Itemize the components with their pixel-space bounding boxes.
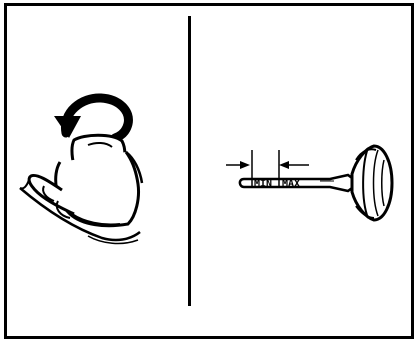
rotate-arrow-icon (54, 93, 133, 143)
dipstick-icon (238, 144, 394, 222)
dipstick-max-label: MAX (282, 179, 300, 190)
hand-icon (19, 151, 144, 245)
dipstick-min-label: MIN (254, 179, 272, 190)
dimension-arrows (226, 150, 309, 178)
left-panel (19, 93, 144, 245)
panel-divider (188, 16, 191, 306)
right-panel: MIN MAX (226, 144, 394, 222)
